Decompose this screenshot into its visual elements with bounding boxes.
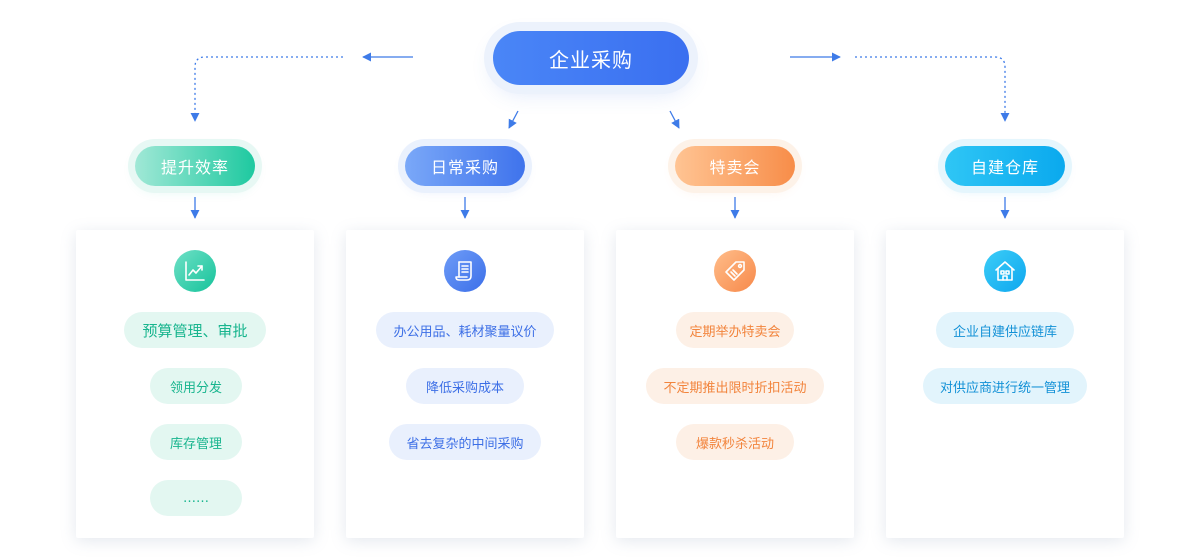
card-daily-purchase: 办公用品、耗材聚量议价 降低采购成本 省去复杂的中间采购	[346, 230, 584, 538]
card-item: 定期举办特卖会	[676, 312, 794, 348]
connector-to-daily	[508, 110, 519, 129]
connector-to-sale	[669, 110, 680, 129]
card-efficiency: 预算管理、审批 领用分发 库存管理 ……	[76, 230, 314, 538]
card-own-warehouse: 企业自建供应链库 对供应商进行统一管理	[886, 230, 1124, 538]
card-item: 办公用品、耗材聚量议价	[376, 312, 554, 348]
category-efficiency: 提升效率	[135, 146, 255, 186]
sale-tag-icon	[714, 250, 756, 292]
category-special-sale: 特卖会	[675, 146, 795, 186]
card-item: 省去复杂的中间采购	[389, 424, 541, 460]
card-item: 降低采购成本	[406, 368, 524, 404]
connector-dotted-to-warehouse	[855, 56, 1010, 122]
category-label: 日常采购	[430, 158, 499, 177]
category-own-warehouse: 自建仓库	[945, 146, 1065, 186]
card-item: 爆款秒杀活动	[676, 424, 794, 460]
card-item: 企业自建供应链库	[936, 312, 1074, 348]
card-item: ……	[150, 480, 242, 516]
category-label: 自建仓库	[970, 158, 1039, 177]
document-list-icon	[444, 250, 486, 292]
card-item: 库存管理	[150, 424, 242, 460]
card-item: 不定期推出限时折扣活动	[646, 368, 824, 404]
connector-dotted-to-efficiency	[190, 56, 343, 122]
card-special-sale: 定期举办特卖会 不定期推出限时折扣活动 爆款秒杀活动	[616, 230, 854, 538]
category-label: 特卖会	[709, 158, 761, 177]
category-daily-purchase: 日常采购	[405, 146, 525, 186]
root-node-label: 企业采购	[549, 47, 633, 72]
card-item: 领用分发	[150, 368, 242, 404]
category-label: 提升效率	[160, 158, 229, 177]
warehouse-icon	[984, 250, 1026, 292]
card-item: 对供应商进行统一管理	[923, 368, 1087, 404]
root-node: 企业采购	[493, 31, 689, 85]
trend-chart-icon	[174, 250, 216, 292]
card-item: 预算管理、审批	[124, 312, 266, 348]
